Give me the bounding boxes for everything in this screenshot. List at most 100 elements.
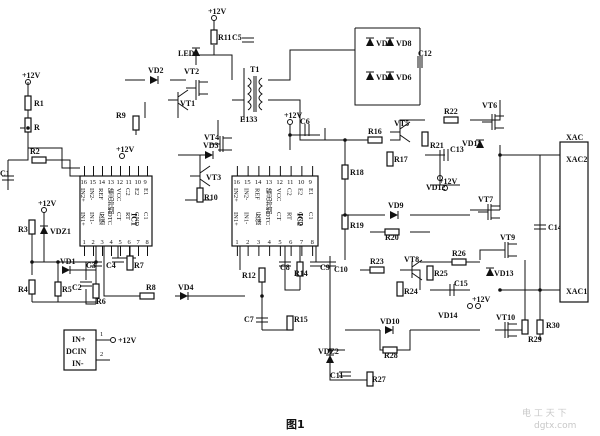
ic1-pin-top-12: 12 [117,179,124,186]
diode-vd9 [390,211,399,219]
label-r12: R12 [242,271,256,280]
ic1-pin-top-9: 9 [144,179,147,186]
label-c12: C12 [418,49,432,58]
ic1-signal-bottom-7: GND [133,212,140,226]
capacitor-c1 [2,175,14,181]
ic2-pin-top-14: 14 [255,179,262,186]
ic1-pin-top-16: 16 [81,179,88,186]
capacitor-c8 [279,261,291,267]
resistor-r25 [426,265,434,281]
supply-label: +12V [22,71,41,80]
label-r5: R5 [62,285,72,294]
ic2-pin-bottom-3: 3 [257,239,260,246]
ic2-signal-top-2: IN2- [243,188,250,200]
label-r28: R28 [384,351,398,360]
ic2-signal-top-4: 输出控制 [264,187,272,216]
label-r6: R6 [96,297,106,306]
ic1-pin-top-15: 15 [90,179,97,186]
ic1-signal-bottom-8: C1 [142,212,149,220]
ic1-pin-top-11: 11 [126,179,132,186]
label-vd9: VD9 [388,201,404,210]
capacitor-c12 [417,56,423,68]
transistor-vt3 [190,165,211,187]
label-led: LED [178,49,195,58]
resistor-r19 [341,214,349,230]
resistor-r7 [126,255,134,271]
label-r26: R26 [452,249,466,258]
diode-led [192,47,200,56]
ic2-pin-bottom-6: 6 [289,239,293,246]
ic2-pin-bottom-8: 8 [311,239,314,246]
label-vd4: VD4 [178,283,194,292]
resistor-r10 [196,187,204,203]
dcin-pin1: 1 [100,331,103,338]
label-c13: C13 [450,145,464,154]
junction-dot [94,260,98,264]
supply-terminal [475,303,481,309]
label-r4: R4 [18,285,28,294]
label-c15: C15 [454,279,468,288]
junction-dot [30,260,34,264]
dcin-pin2: 2 [100,351,103,358]
terminal-vd12 [437,175,443,181]
label-vt3: VT3 [206,173,221,182]
ic2-signal-bottom-3: 反馈 [253,211,261,227]
dcin-12v: +12V [118,336,137,345]
junction-dot [343,213,347,217]
resistor-r27 [366,371,374,387]
xac-label: XAC [566,133,584,142]
label-vd5: VD5 [376,73,392,82]
ic2-signal-bottom-6: RT [286,212,293,220]
junction-dot [56,260,60,264]
label-vt10: VT10 [496,313,515,322]
label-r10: R10 [204,193,218,202]
label-r20: R20 [385,233,399,242]
label-r27: R27 [372,375,386,384]
label-vdz1: VDZ1 [50,227,71,236]
ic2-signal-bottom-8: C1 [307,212,314,220]
capacitor-c5 [242,37,254,43]
capacitor-c7 [256,317,268,323]
label-vd6: VD6 [396,73,412,82]
ic2-signal-top-1: IN2+ [232,188,239,202]
ic2-signal-bottom-1: IN1+ [232,212,239,226]
mosfet-vt7 [478,204,500,220]
figure-caption: 图1 [286,418,305,431]
mosfet-vt9 [495,242,517,258]
ic2-signal-top-7: E2 [296,188,303,195]
junction-dot [26,126,30,130]
resistor-r16 [367,136,383,144]
ic1-pin-top-13: 13 [108,179,115,186]
diode-vdz1 [40,225,48,234]
ic1-pin-bottom-7: 7 [137,239,141,246]
resistor-r17 [386,151,394,167]
label-vd1: VD1 [60,257,76,266]
mosfet-vt10 [495,322,517,338]
label-vt1: VT1 [180,99,195,108]
label-r2: R2 [30,147,40,156]
label-r7: R7 [134,261,144,270]
ic1-signal-bottom-5: CT [115,212,122,220]
ic1-pin-bottom-2: 2 [92,239,95,246]
label-vt7: VT7 [478,195,493,204]
label-c4: C4 [106,261,116,270]
resistor-r23 [369,266,385,274]
supply-terminal [442,185,448,191]
ic1-pin-bottom-1: 1 [83,239,86,246]
ic2-pin-bottom-7: 7 [300,239,304,246]
ic1-signal-bottom-1: IN1+ [79,212,86,226]
label-vd2: VD2 [148,66,164,75]
ic1-signal-bottom-3: 反馈 [97,211,105,227]
diode-vd2 [150,76,159,84]
label-c5: C5 [232,33,242,42]
dcin-in-minus: IN- [72,359,84,368]
resistor-r30 [536,319,544,335]
label-r3: R3 [18,225,28,234]
label-vdz2: VDZ2 [318,347,339,356]
resistor-r12 [258,267,266,283]
ic2-signal-top-8: E1 [307,188,314,195]
label-r18: R18 [350,168,364,177]
capacitor-c6 [304,124,310,136]
dcin-in-plus: IN+ [72,335,86,344]
supply-label: +12V [439,177,458,186]
